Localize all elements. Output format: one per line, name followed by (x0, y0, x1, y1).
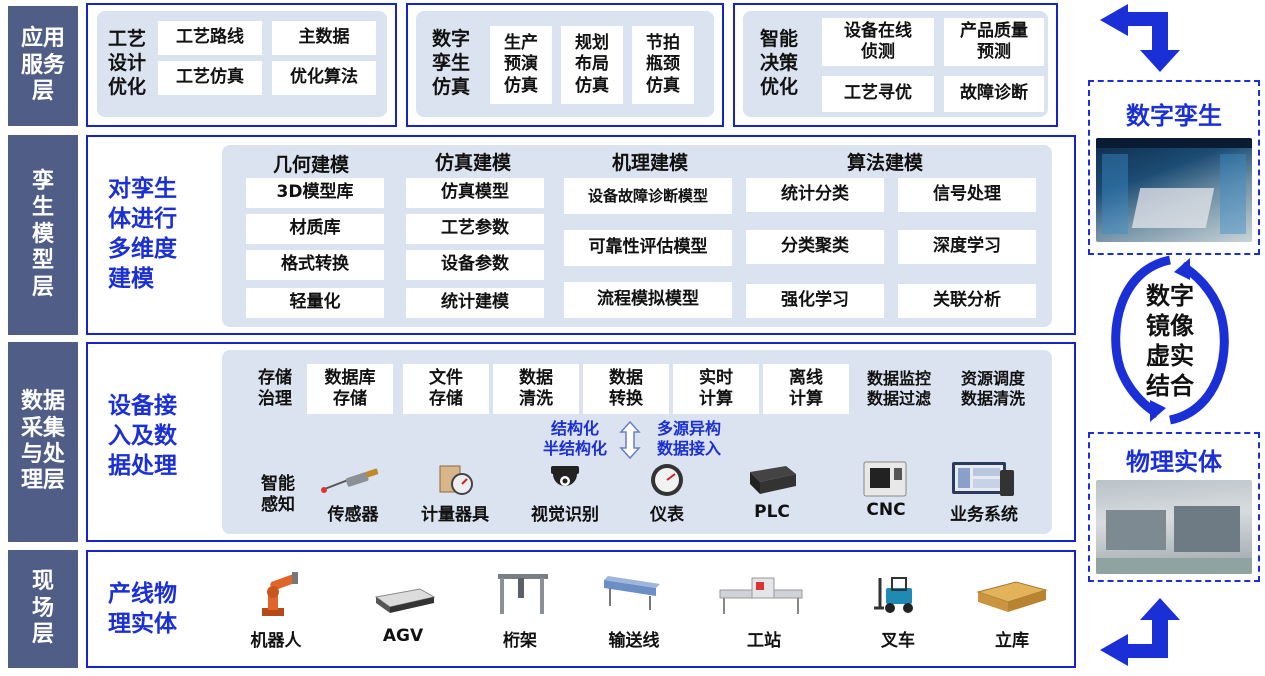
model-item: 深度学习 (898, 230, 1036, 264)
model-item: 材质库 (246, 214, 384, 244)
sensing-item: CNC (866, 500, 906, 520)
sensing-label: 智能 感知 (261, 473, 295, 515)
forklift-icon (874, 577, 913, 613)
app-item: 设备在线 侦测 (822, 18, 934, 66)
gantry-icon (498, 574, 548, 614)
model-item: 信号处理 (898, 178, 1036, 212)
sensing-item: 视觉识别 (531, 505, 599, 525)
app-item: 产品质量 预测 (944, 18, 1044, 66)
field-layer-title: 产线物 理实体 (108, 581, 177, 637)
storage-item: 数据 清洗 (493, 364, 579, 414)
model-item: 设备故障诊断模型 (564, 178, 732, 214)
app-item: 工艺寻优 (822, 76, 934, 112)
sensing-item: 业务系统 (950, 505, 1018, 525)
cycle-arrows-icon (1111, 255, 1229, 425)
model-header: 仿真建模 (434, 152, 511, 174)
app-group-title: 智能 决策 优化 (759, 28, 798, 98)
workstation-icon (719, 577, 803, 614)
model-item: 关联分析 (898, 284, 1036, 318)
storage-item: 数据 转换 (583, 364, 669, 414)
business-system-icon (952, 462, 1014, 496)
physical-entity-image (1096, 480, 1252, 574)
model-item: 强化学习 (746, 284, 884, 318)
app-item: 工艺路线 (158, 21, 262, 55)
model-item: 设备参数 (406, 250, 544, 280)
robot-icon (262, 572, 298, 616)
app-item: 工艺仿真 (158, 61, 262, 95)
model-header: 机理建模 (611, 152, 688, 174)
cnc-icon (863, 461, 907, 497)
field-item: 桁架 (503, 631, 537, 651)
sensor-icon (321, 468, 379, 493)
model-item: 工艺参数 (406, 214, 544, 244)
data-note-multisource: 多源异构 数据接入 (656, 419, 721, 458)
digital-twin-image (1096, 138, 1252, 242)
layer-label-app: 应用 服务 层 (8, 6, 78, 126)
app-item: 故障诊断 (944, 76, 1044, 112)
field-item: 工站 (747, 631, 781, 651)
mirror-text: 数字 镜像 虚实 结合 (1146, 282, 1194, 400)
data-note-structured: 结构化 半结构化 (542, 419, 607, 458)
storage-item: 文件 存储 (403, 364, 489, 414)
sensing-item: 传感器 (327, 505, 379, 525)
model-item: 统计建模 (406, 288, 544, 318)
field-item: 机器人 (250, 631, 302, 651)
conveyor-icon (604, 576, 660, 610)
metering-tool-icon (439, 465, 473, 495)
warehouse-icon (976, 581, 1048, 612)
double-arrow-icon (619, 420, 641, 460)
data-layer-title: 设备接 入及数 据处理 (108, 393, 177, 479)
gauge-icon (651, 464, 683, 496)
sensing-item: 计量器具 (421, 505, 489, 525)
model-item: 格式转换 (246, 250, 384, 280)
model-item: 分类聚类 (746, 230, 884, 264)
storage-extra: 资源调度 数据清洗 (960, 369, 1025, 408)
field-item: AGV (382, 626, 424, 646)
model-header: 算法建模 (846, 152, 923, 174)
layer-label-data: 数据 采集 与处 理层 (8, 342, 78, 542)
arrow-down-icon (1100, 4, 1180, 72)
storage-item: 实时 计算 (673, 364, 759, 414)
model-item: 统计分类 (746, 178, 884, 212)
app-item: 生产 预演 仿真 (490, 26, 552, 104)
camera-icon (551, 466, 579, 486)
field-item: 叉车 (881, 631, 915, 651)
physical-entity-box (1088, 432, 1260, 582)
model-item: 仿真模型 (406, 178, 544, 208)
app-item: 规划 布局 仿真 (561, 26, 623, 104)
model-item: 3D模型库 (246, 178, 384, 208)
layer-label-field: 现 场 层 (8, 550, 78, 668)
app-group-title: 工艺 设计 优化 (107, 28, 146, 98)
arrow-up-icon (1100, 598, 1180, 666)
model-item: 轻量化 (246, 288, 384, 318)
agv-icon (374, 588, 436, 613)
model-item: 可靠性评估模型 (564, 230, 732, 266)
app-item: 优化算法 (272, 61, 376, 95)
plc-icon (750, 466, 796, 494)
storage-item: 数据库 存储 (307, 364, 393, 414)
model-layer-title: 对孪生 体进行 多维度 建模 (108, 176, 177, 292)
layer-label-model: 孪 生 模 型 层 (8, 135, 78, 335)
model-item: 流程模拟模型 (564, 282, 732, 318)
field-item: 输送线 (608, 631, 660, 651)
storage-extra: 数据监控 数据过滤 (866, 369, 931, 408)
storage-item: 离线 计算 (763, 364, 849, 414)
field-item: 立库 (995, 631, 1029, 651)
app-item: 节拍 瓶颈 仿真 (632, 26, 694, 104)
app-group-title: 数字 孪生 仿真 (431, 28, 470, 98)
sensing-item: 仪表 (650, 505, 684, 525)
digital-twin-title: 数字孪生 (1126, 102, 1222, 130)
app-item: 主数据 (272, 21, 376, 55)
sensing-item: PLC (754, 502, 790, 522)
digital-twin-box (1088, 80, 1260, 255)
storage-label: 存储 治理 (258, 367, 292, 409)
physical-entity-title: 物理实体 (1126, 448, 1222, 476)
model-header: 几何建模 (272, 154, 349, 176)
